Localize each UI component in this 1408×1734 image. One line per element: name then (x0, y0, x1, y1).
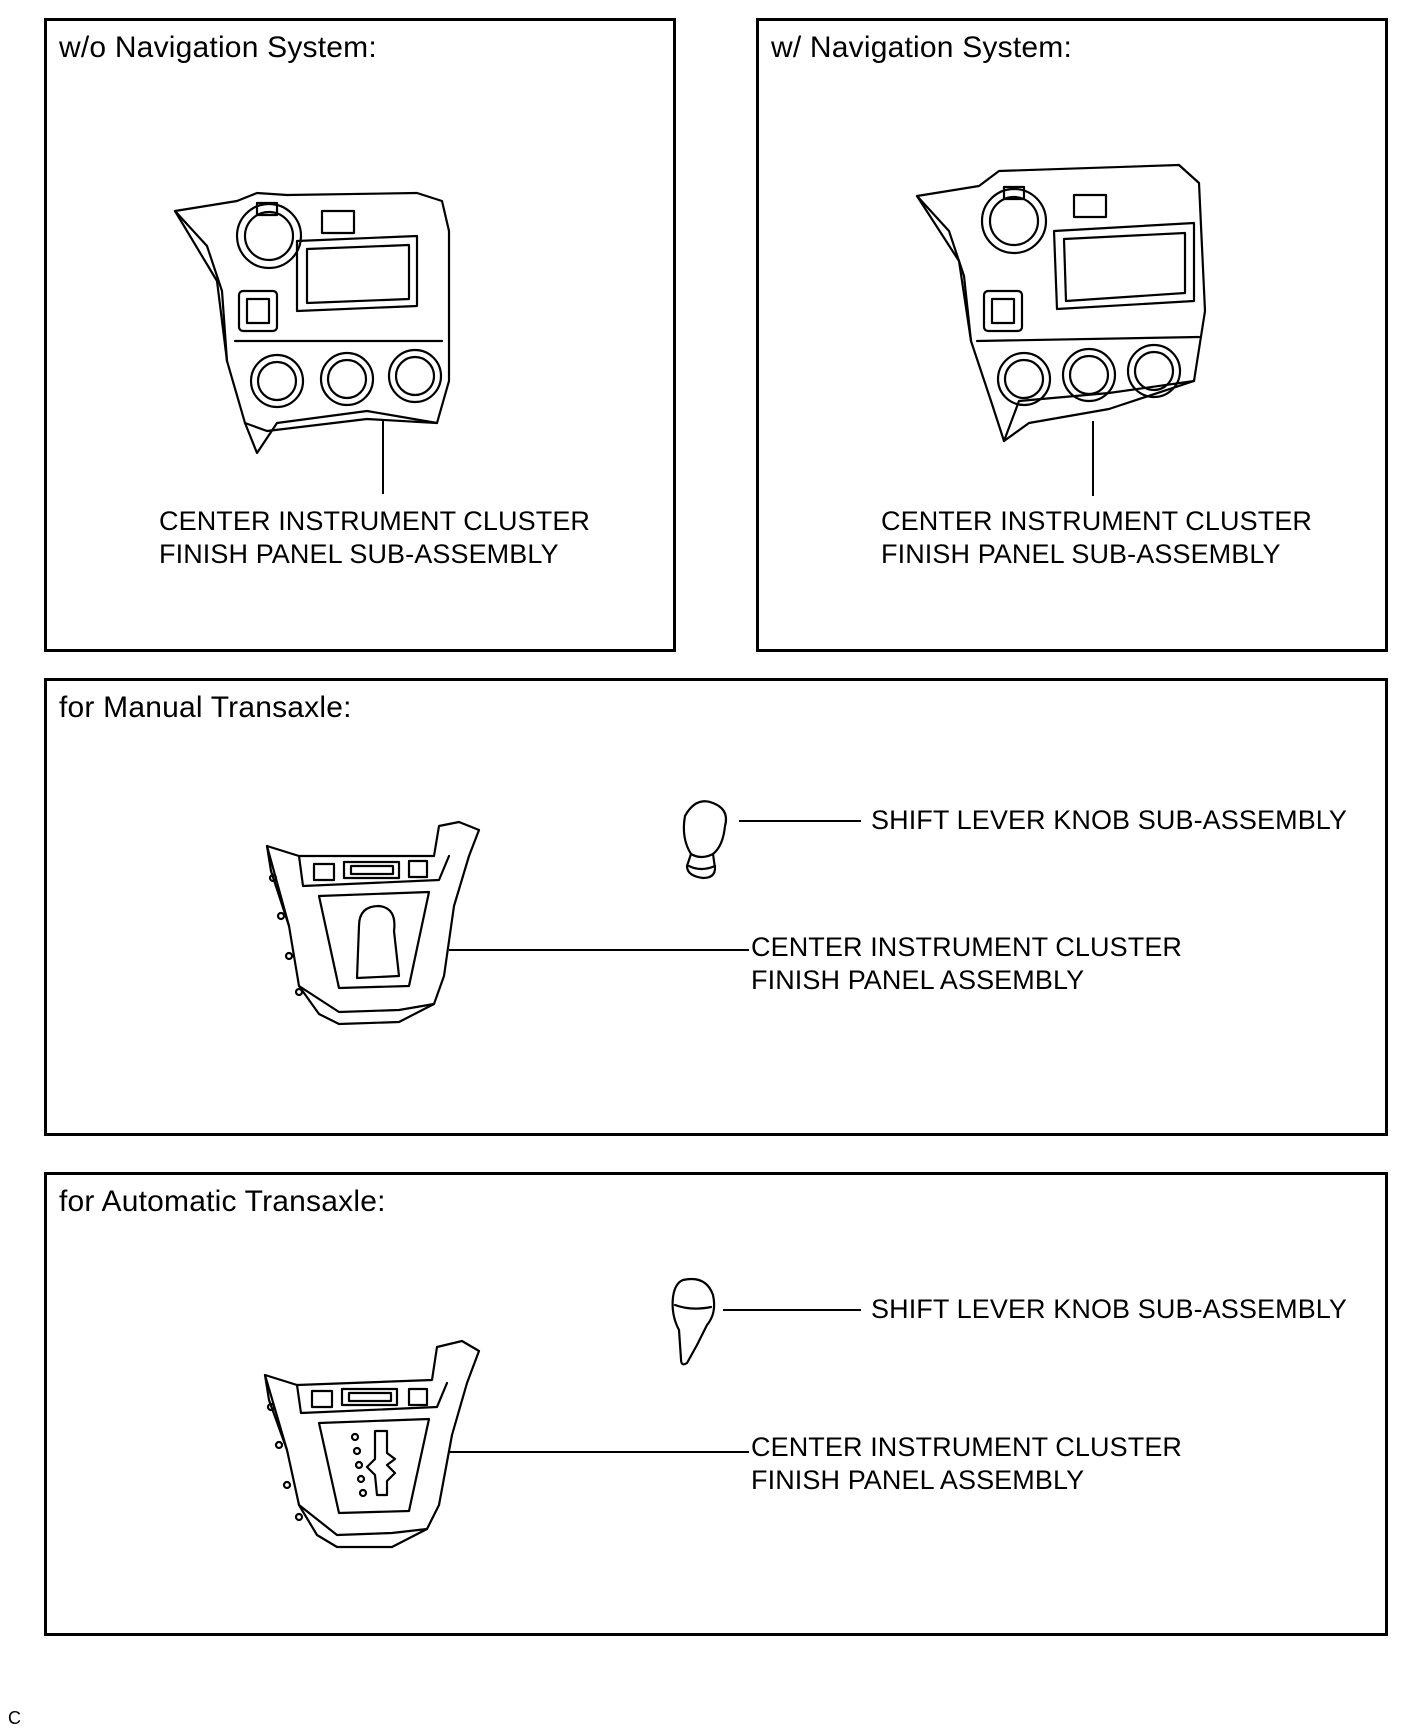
callout-finish-panel-sub-assembly: CENTER INSTRUMENT CLUSTER FINISH PANEL S… (881, 505, 1312, 571)
panel-title: w/o Navigation System: (59, 31, 377, 64)
callout-line-2: FINISH PANEL ASSEMBLY (751, 965, 1085, 995)
figure-footnote-mark: C (8, 1708, 21, 1728)
callout-line-2: FINISH PANEL SUB-ASSEMBLY (159, 539, 559, 569)
manual-finish-panel-illustration (265, 820, 481, 1026)
panel-leader-line (449, 949, 749, 951)
callout-line-1: CENTER INSTRUMENT CLUSTER (751, 932, 1183, 962)
callout-leader-line (382, 419, 384, 494)
callout-line-1: CENTER INSTRUMENT CLUSTER (881, 506, 1313, 536)
callout-leader-line (1092, 421, 1094, 496)
knob-leader-line (739, 820, 861, 822)
callout-finish-panel-assembly: CENTER INSTRUMENT CLUSTER FINISH PANEL A… (751, 931, 1182, 997)
callout-line-2: FINISH PANEL ASSEMBLY (751, 1465, 1085, 1495)
knob-leader-line (723, 1309, 861, 1311)
finish-panel-with-navigation-illustration (915, 163, 1207, 443)
callout-shift-lever-knob: SHIFT LEVER KNOB SUB-ASSEMBLY (871, 805, 1348, 835)
panel-title: w/ Navigation System: (771, 31, 1072, 64)
panel-title: for Automatic Transaxle: (59, 1185, 386, 1218)
panel-with-navigation: w/ Navigation System: CENTER INSTRUMENT … (756, 18, 1388, 652)
panel-automatic-transaxle: for Automatic Transaxle: SHIFT LEVER KNO… (44, 1172, 1388, 1636)
automatic-finish-panel-illustration (263, 1339, 481, 1549)
callout-line-2: FINISH PANEL SUB-ASSEMBLY (881, 539, 1281, 569)
callout-finish-panel-assembly: CENTER INSTRUMENT CLUSTER FINISH PANEL A… (751, 1431, 1182, 1497)
callout-shift-lever-knob: SHIFT LEVER KNOB SUB-ASSEMBLY (871, 1294, 1348, 1324)
callout-finish-panel-sub-assembly: CENTER INSTRUMENT CLUSTER FINISH PANEL S… (159, 505, 590, 571)
callout-line-1: CENTER INSTRUMENT CLUSTER (159, 506, 591, 536)
manual-shift-knob-illustration (682, 800, 728, 880)
callout-line-1: CENTER INSTRUMENT CLUSTER (751, 1432, 1183, 1462)
panel-without-navigation: w/o Navigation System: CENTER INSTRUMENT… (44, 18, 676, 652)
finish-panel-without-navigation-illustration (173, 191, 451, 455)
automatic-shift-knob-illustration (671, 1277, 716, 1366)
panel-title: for Manual Transaxle: (59, 691, 352, 724)
panel-manual-transaxle: for Manual Transaxle: SHIFT LEVER KNOB S… (44, 678, 1388, 1136)
panel-leader-line (449, 1451, 749, 1453)
